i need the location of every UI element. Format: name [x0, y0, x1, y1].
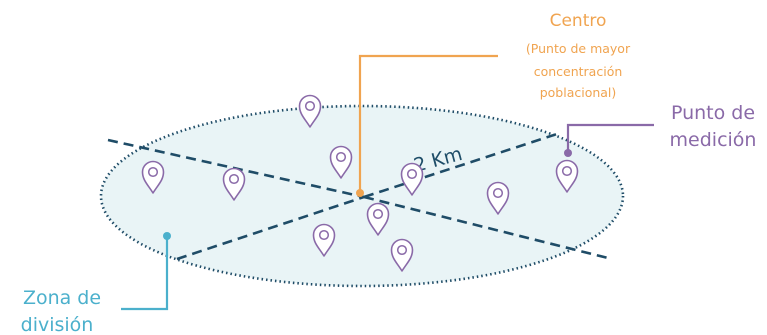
division-label-line-2: división [21, 314, 94, 335]
center-subtitle-line-1: (Punto de mayor [526, 41, 631, 56]
division-callout [121, 232, 171, 311]
center-title: Centro [550, 11, 607, 31]
center-subtitle-line-2: concentración [534, 64, 623, 79]
center-callout [356, 54, 498, 197]
measurement-callout [564, 123, 654, 157]
center-subtitle-line-3: poblacional) [540, 85, 617, 100]
measurement-label-line-1: Punto de [671, 102, 755, 124]
division-label-line-1: Zona de [23, 287, 101, 309]
measurement-label-line-2: medición [670, 129, 757, 151]
